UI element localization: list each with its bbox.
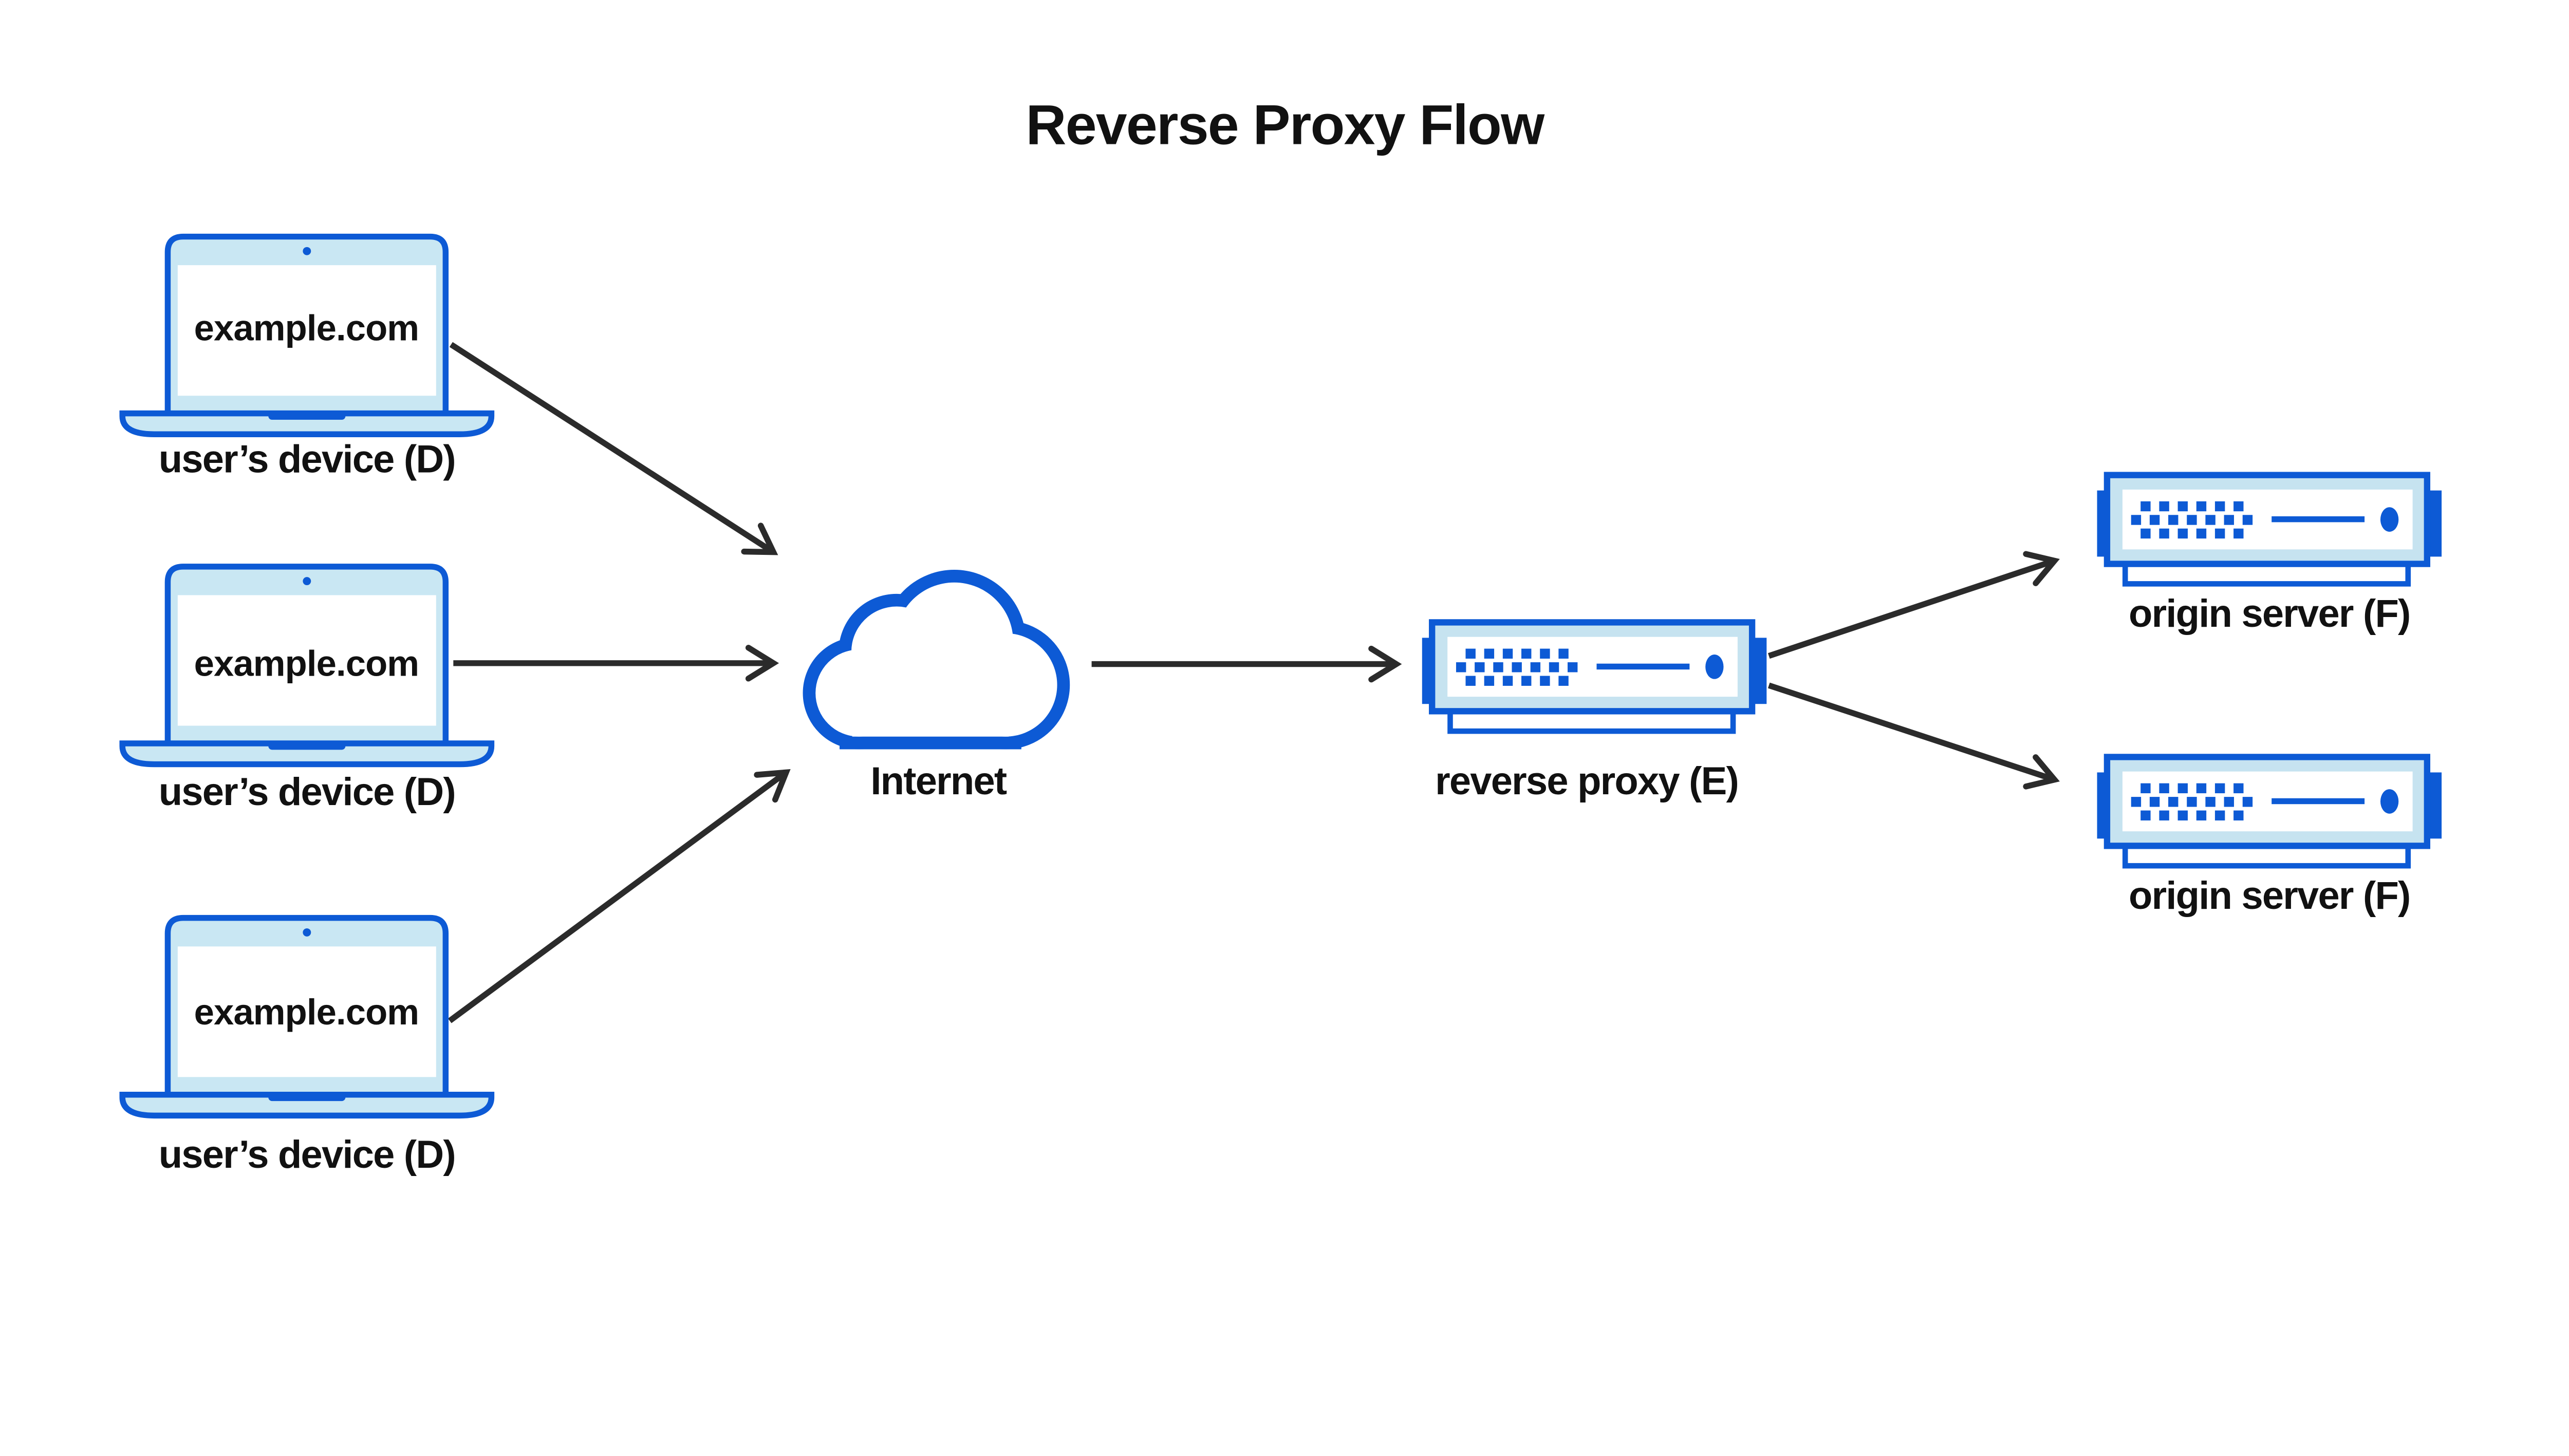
arrow-device3-to-internet [448, 769, 791, 1023]
device-label: user’s device (D) [159, 1133, 455, 1177]
device-screen-url: example.com [194, 643, 419, 684]
server-icon [2097, 475, 2442, 584]
reverse-proxy-flow-diagram: Reverse Proxy Flow example.com user’s de… [119, 94, 2445, 1177]
arrow-proxy-to-origin1 [1767, 551, 2060, 659]
page-title: Reverse Proxy Flow [1026, 94, 1545, 157]
arrow-device1-to-internet [449, 342, 778, 555]
device-node-3: example.com user’s device (D) [122, 918, 491, 1177]
device-screen-url: example.com [194, 992, 419, 1032]
device-label: user’s device (D) [159, 437, 455, 481]
origin-server-node-1: origin server (F) [2097, 475, 2442, 636]
connectors [448, 342, 2060, 1023]
device-screen-url: example.com [194, 308, 419, 348]
cloud-icon [803, 570, 1070, 750]
internet-label: Internet [870, 759, 1007, 803]
device-node-1: example.com user’s device (D) [122, 237, 491, 481]
origin-server-label: origin server (F) [2129, 874, 2410, 918]
server-icon [1422, 622, 1767, 731]
server-icon [2097, 757, 2442, 866]
internet-node: Internet [803, 570, 1070, 803]
device-node-2: example.com user’s device (D) [122, 567, 491, 814]
arrow-proxy-to-origin2 [1767, 682, 2060, 790]
origin-server-label: origin server (F) [2129, 592, 2410, 636]
origin-server-node-2: origin server (F) [2097, 757, 2442, 918]
diagram-canvas: Reverse Proxy Flow example.com user’s de… [119, 94, 2445, 1177]
reverse-proxy-node: reverse proxy (E) [1422, 622, 1767, 803]
reverse-proxy-label: reverse proxy (E) [1435, 759, 1738, 803]
device-label: user’s device (D) [159, 770, 455, 814]
